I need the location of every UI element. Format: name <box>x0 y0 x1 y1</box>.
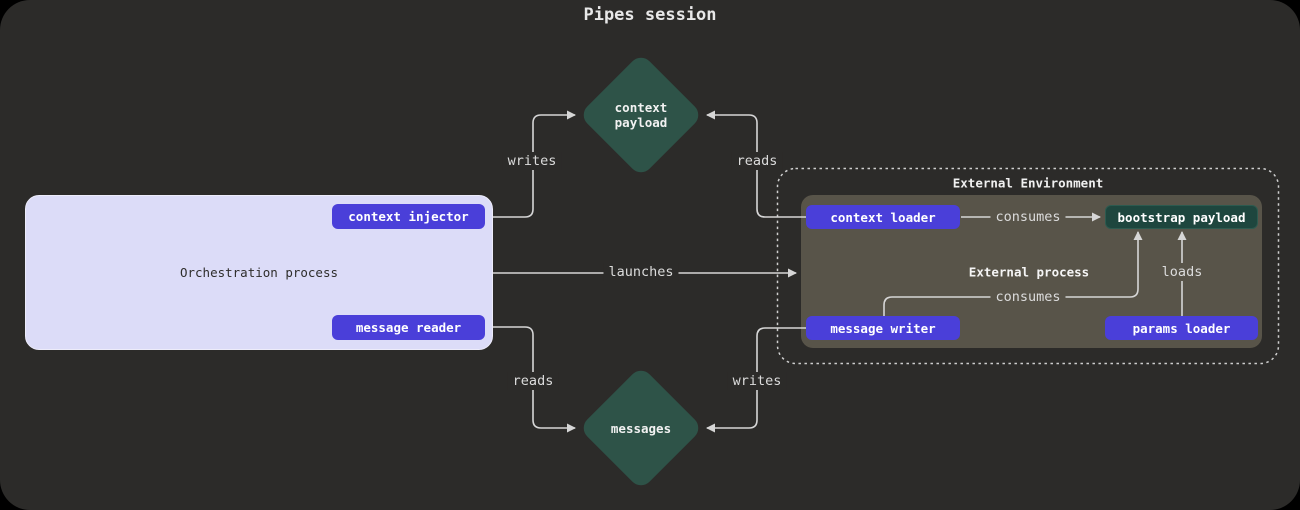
edge-label-consumes-top: consumes <box>990 208 1066 226</box>
bootstrap-payload-node: bootstrap payload <box>1105 205 1258 229</box>
edge-label-reads-bottom: reads <box>507 372 559 390</box>
context-payload-node: context payload <box>578 52 704 178</box>
orchestration-process-label: Orchestration process <box>179 265 339 280</box>
context-payload-label: context payload <box>614 100 668 130</box>
context-injector-node: context injector <box>332 204 485 229</box>
edge-label-reads-top: reads <box>731 152 783 170</box>
messages-node: messages <box>578 365 704 491</box>
message-reader-node: message reader <box>332 315 485 340</box>
edge-label-loads: loads <box>1156 263 1208 281</box>
context-loader-node: context loader <box>806 205 960 229</box>
edge-label-writes-bottom: writes <box>727 372 787 390</box>
diagram-title: Pipes session <box>583 5 717 25</box>
edge-label-launches: launches <box>603 263 679 281</box>
external-environment-title: External Environment <box>952 175 1104 191</box>
edge-label-consumes-bottom: consumes <box>990 288 1066 306</box>
params-loader-node: params loader <box>1105 316 1258 340</box>
edge-label-writes-top: writes <box>502 152 562 170</box>
external-process-label: External process <box>968 264 1090 280</box>
message-writer-node: message writer <box>806 316 960 340</box>
messages-label: messages <box>610 420 672 436</box>
